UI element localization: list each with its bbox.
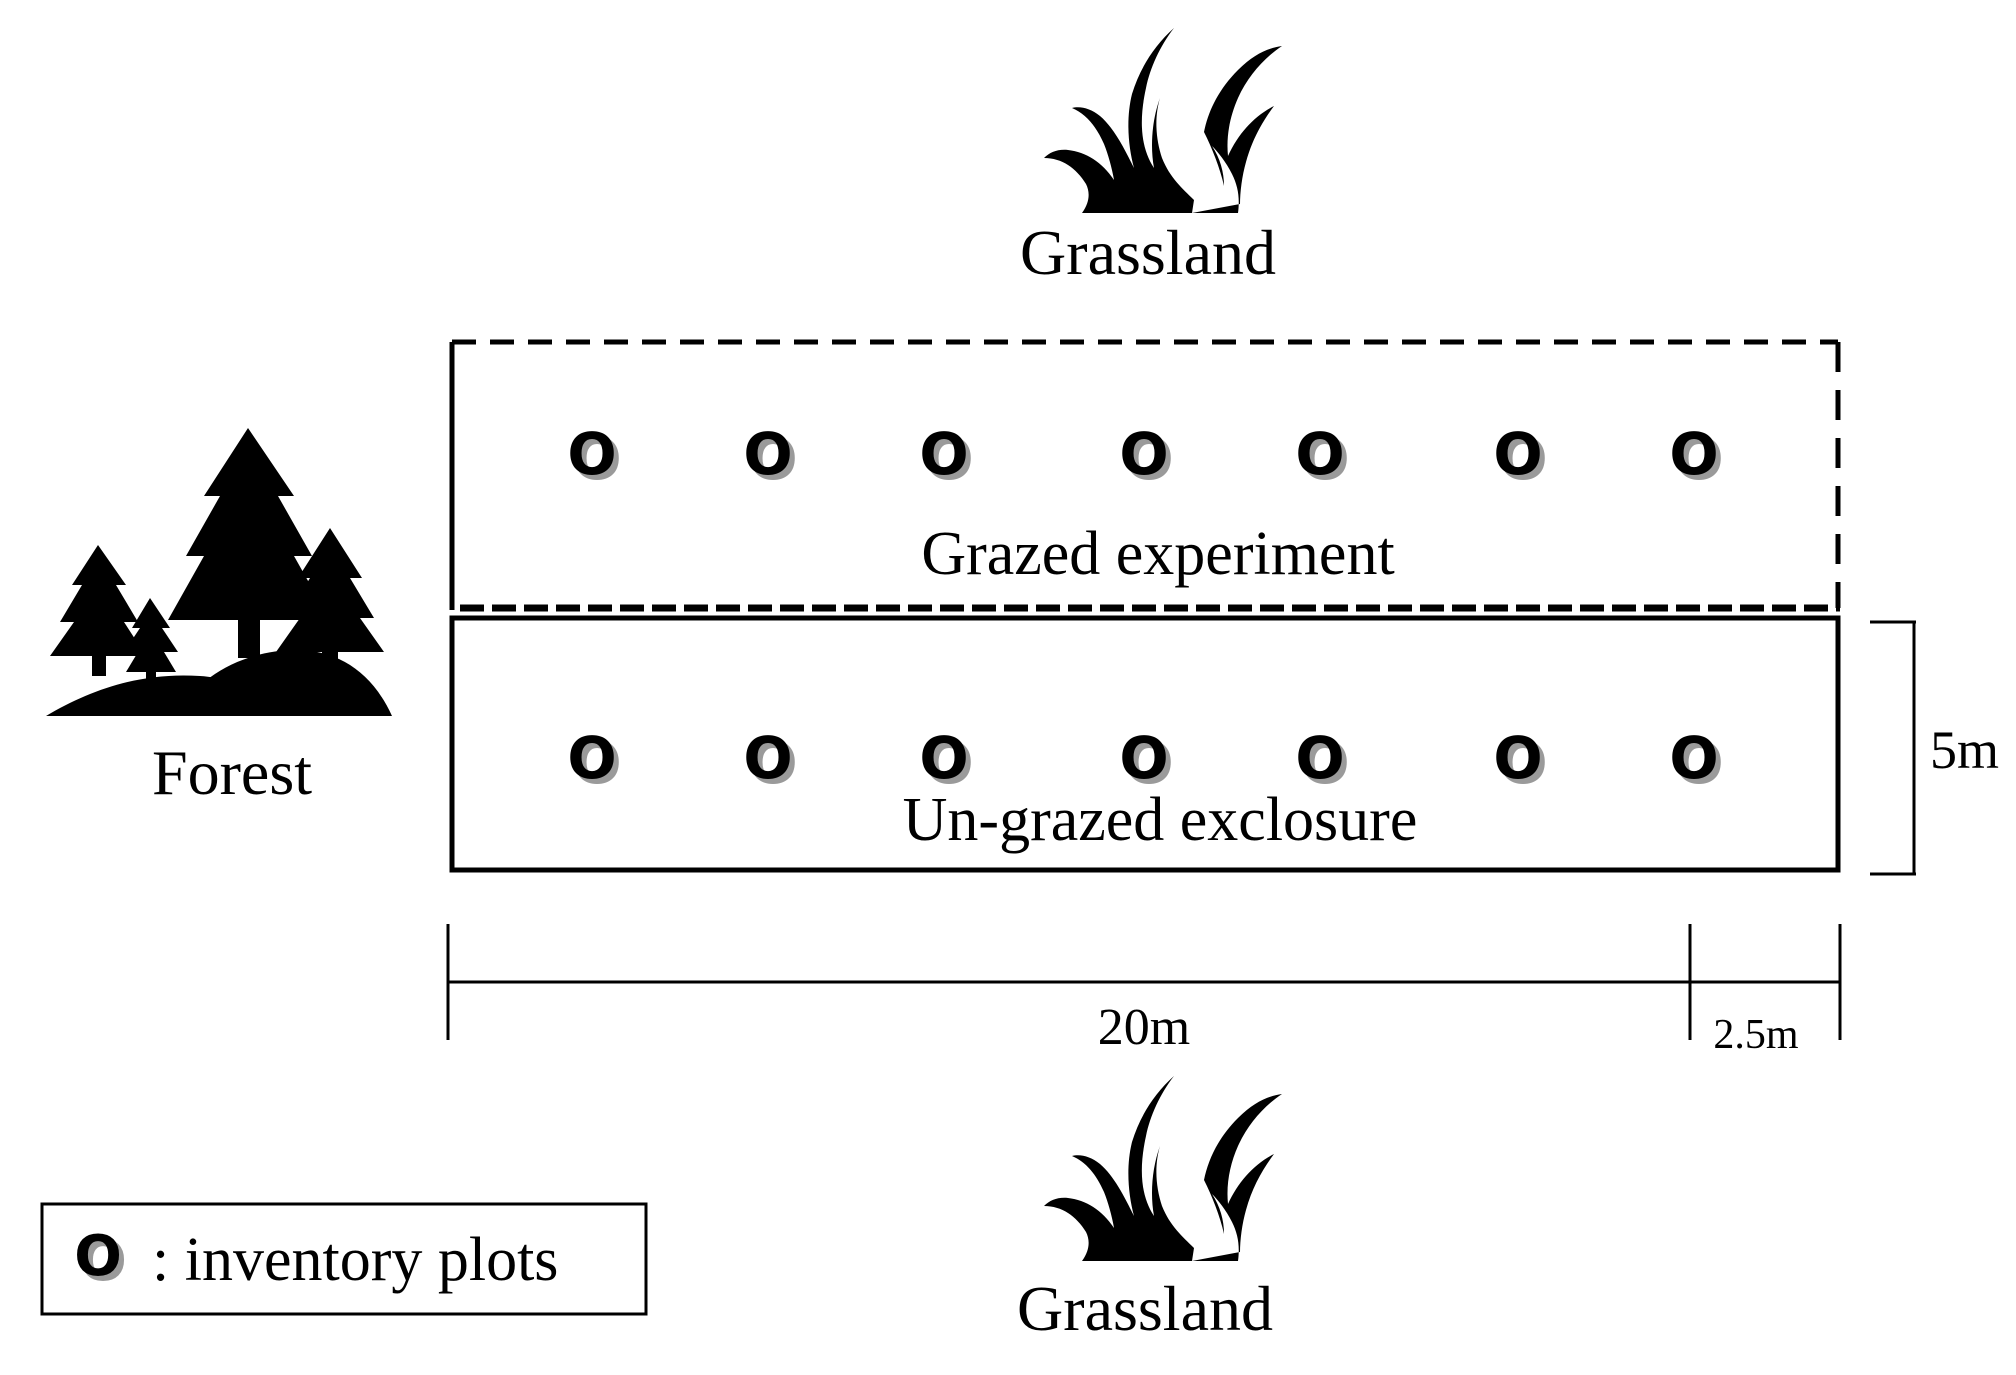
inventory-plot-marker: O: [743, 420, 792, 488]
inventory-plot-marker: O: [1295, 724, 1344, 792]
forest-label: Forest: [152, 737, 312, 808]
inventory-plot-marker-shadow: O: [1300, 729, 1349, 797]
inventory-plot-marker-shadow: O: [924, 425, 973, 493]
inventory-plot-marker-shadow: O: [1498, 425, 1547, 493]
inventory-plot-marker-shadow: O: [572, 729, 621, 797]
legend-marker: O: [74, 1224, 122, 1289]
inventory-plot-marker: O: [1669, 420, 1718, 488]
inventory-plot-marker-shadow: O: [1300, 425, 1349, 493]
inventory-plot-marker-shadow: O: [1124, 425, 1173, 493]
ungrazed-plot-boundary: [449, 615, 1841, 873]
grass-icon: [1044, 1076, 1282, 1261]
ungrazed-exclosure-label: Un-grazed exclosure: [903, 786, 1418, 854]
inventory-plot-marker-shadow: O: [1124, 729, 1173, 797]
inventory-plot-marker: O: [1119, 724, 1168, 792]
inventory-plot-marker-shadow: O: [1674, 425, 1723, 493]
inventory-plot-marker-shadow: O: [572, 425, 621, 493]
inventory-plot-marker: O: [1669, 724, 1718, 792]
inventory-plot-marker-shadow: O: [748, 729, 797, 797]
inventory-plot-marker-shadow: O: [1674, 729, 1723, 797]
width-dimension-label: 20m: [1098, 999, 1190, 1056]
inventory-plot-marker-shadow: O: [748, 425, 797, 493]
inventory-plot-marker: O: [567, 420, 616, 488]
height-dimension-bracket: [1870, 620, 1916, 876]
grassland-bottom-label: Grassland: [1017, 1273, 1273, 1344]
legend-box: [40, 1202, 648, 1316]
legend-text: : inventory plots: [152, 1226, 558, 1294]
inventory-plot-marker-shadow: O: [924, 729, 973, 797]
inventory-plot-marker: O: [1493, 724, 1542, 792]
legend-marker-shadow: O: [79, 1229, 127, 1294]
grassland-top-label: Grassland: [1020, 217, 1276, 288]
inventory-plot-marker: O: [1119, 420, 1168, 488]
grazed-plot-boundary: [449, 339, 1841, 612]
width-dimension-line: [446, 924, 1842, 1040]
grazed-experiment-label: Grazed experiment: [921, 520, 1394, 588]
inventory-plot-marker: O: [567, 724, 616, 792]
height-dimension-label: 5m: [1930, 720, 1999, 780]
inventory-plot-marker: O: [743, 724, 792, 792]
inventory-plot-marker: O: [1493, 420, 1542, 488]
grass-icon: [1044, 28, 1282, 213]
inventory-plot-marker: O: [1295, 420, 1344, 488]
inventory-plot-marker-shadow: O: [1498, 729, 1547, 797]
forest-icon: [46, 428, 392, 716]
inventory-plot-marker: O: [919, 724, 968, 792]
buffer-dimension-label: 2.5m: [1713, 1012, 1799, 1058]
inventory-plot-marker: O: [919, 420, 968, 488]
